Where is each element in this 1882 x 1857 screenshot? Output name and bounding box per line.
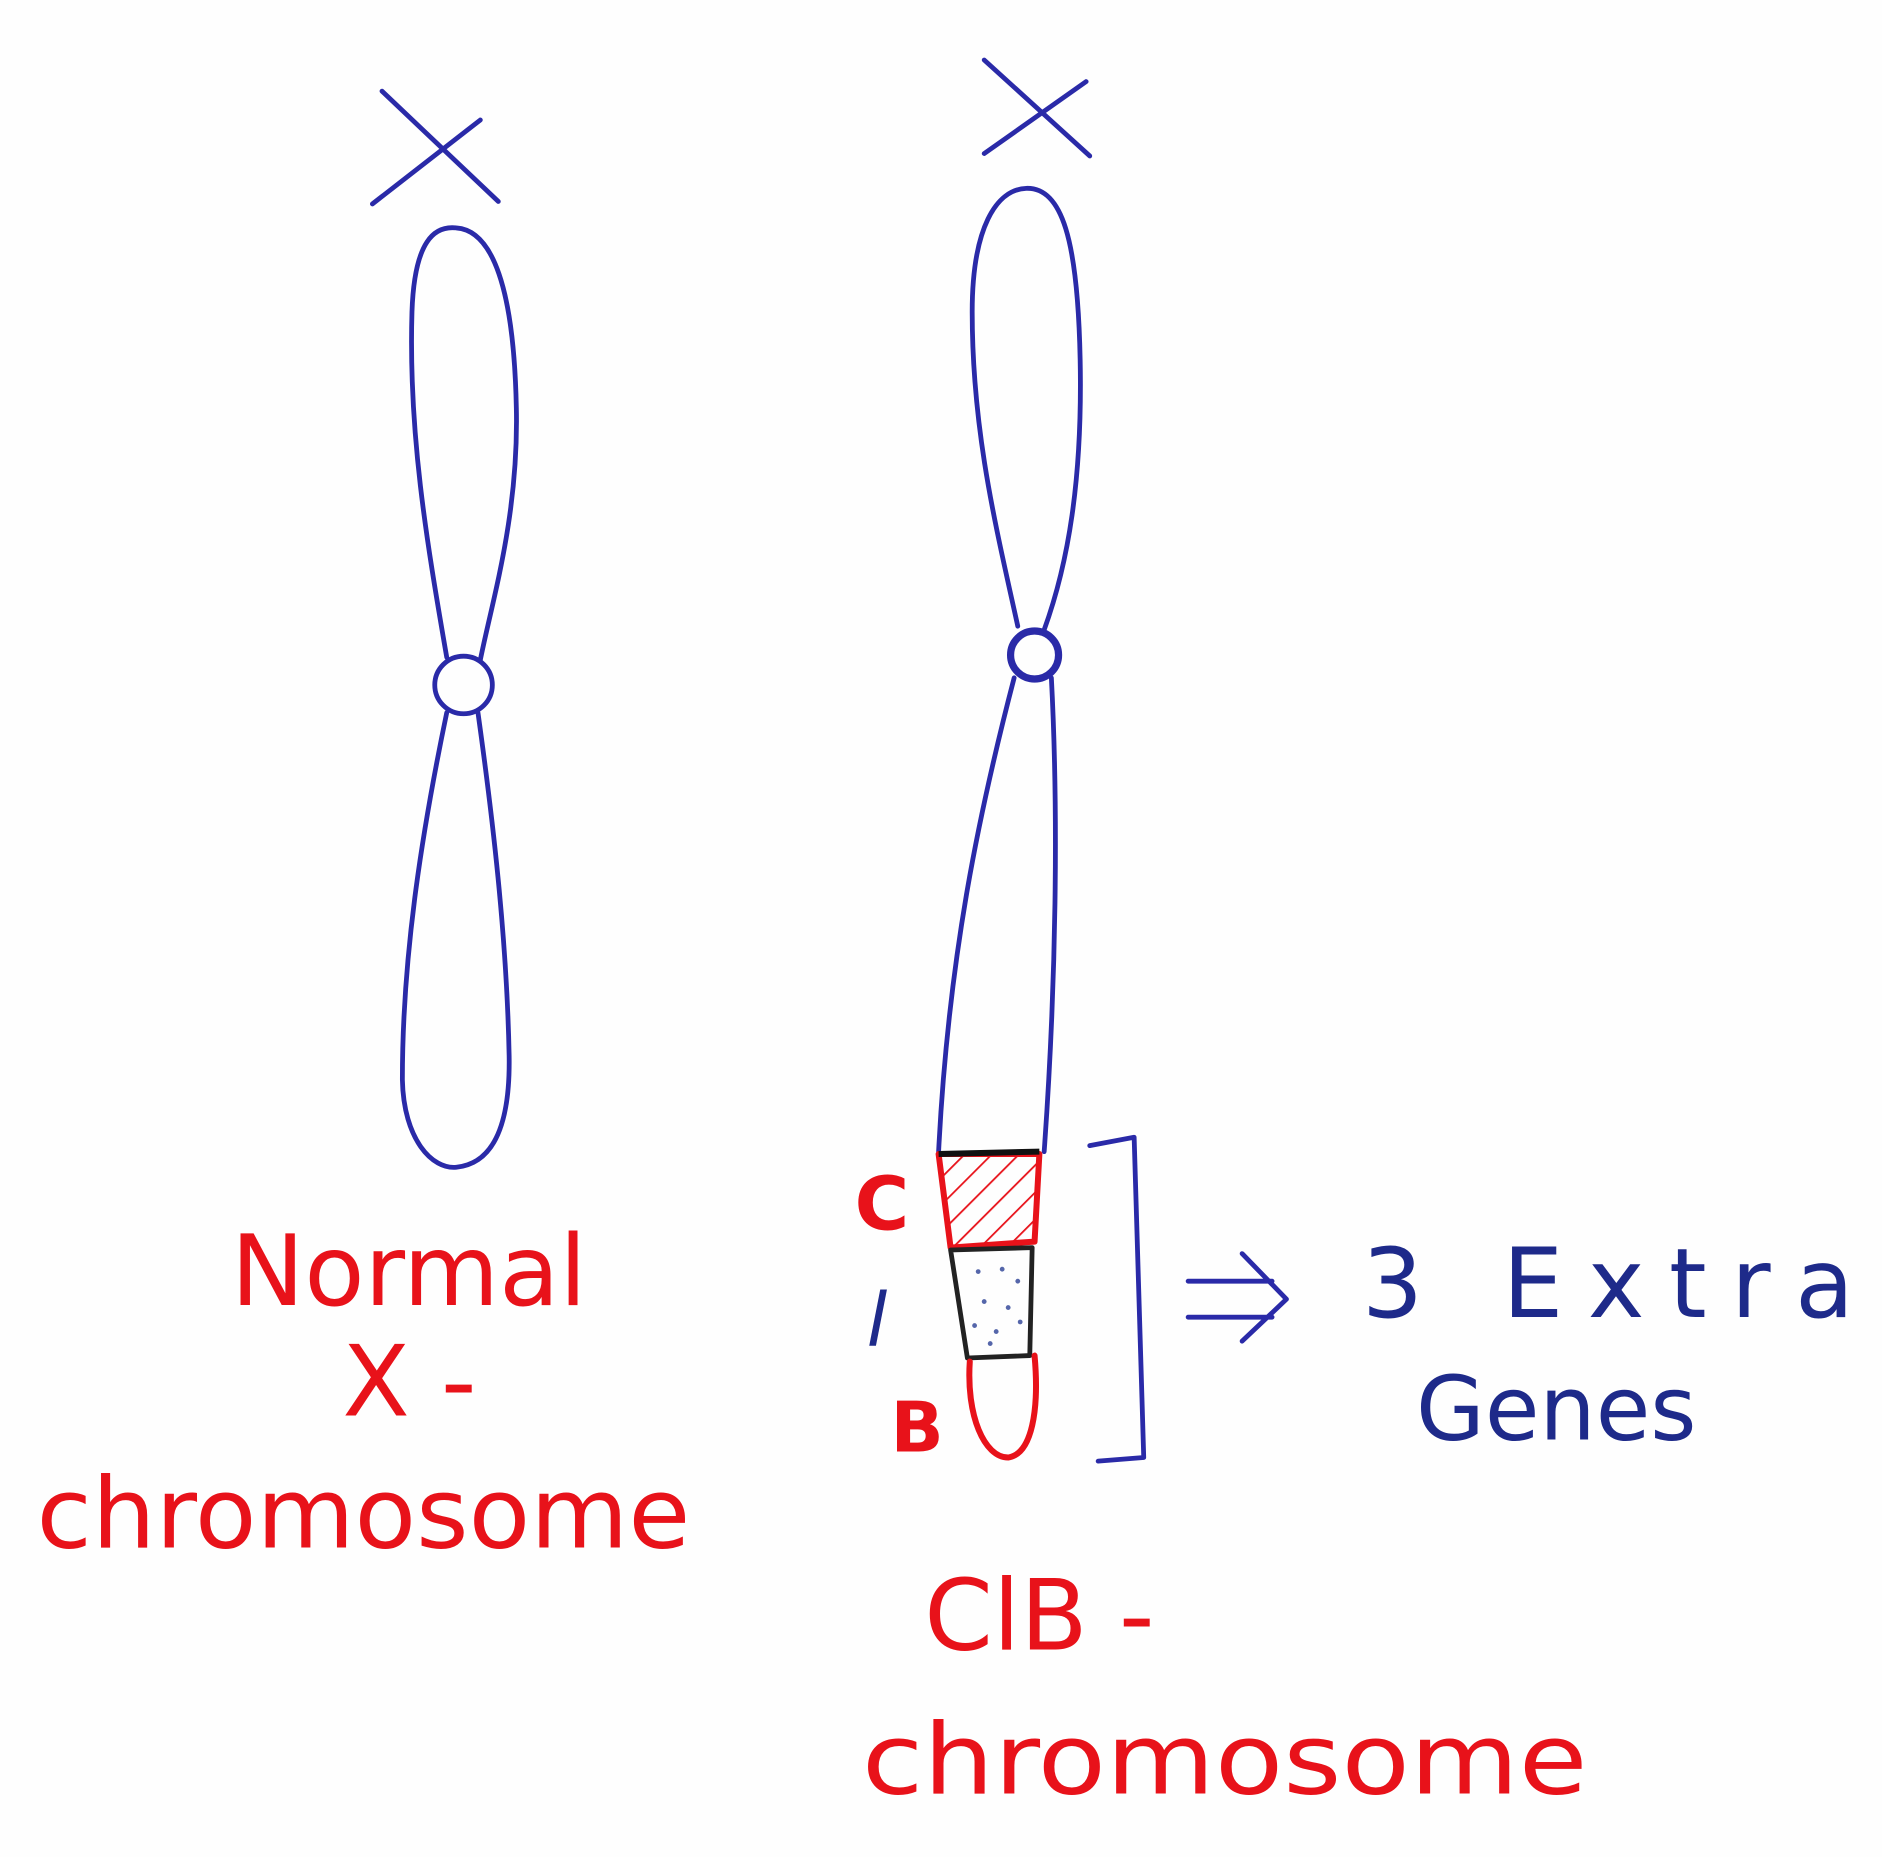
clb-chromosome (935, 57, 1093, 1461)
normal-x-chromosome (369, 88, 519, 1170)
region-l-box (948, 1245, 1035, 1361)
normal-centromere (432, 653, 495, 717)
double-arrow-right-icon (1185, 1251, 1289, 1344)
region-l-dots (972, 1266, 1023, 1346)
region-c-hatched (935, 1151, 1043, 1251)
region-c-label: C (855, 1161, 910, 1248)
region-b-label: B (891, 1388, 944, 1469)
annotation-line1: 3 Extra (1362, 1228, 1854, 1340)
clb-caption-line2: chromosome (862, 1703, 1588, 1817)
region-c-top-border (938, 1148, 1040, 1158)
normal-x-mark (369, 88, 501, 207)
region-b-bulb (966, 1352, 1039, 1461)
clb-x-mark (981, 57, 1093, 159)
annotation-line2: Genes (1416, 1358, 1697, 1461)
clb-upper-arm (969, 185, 1083, 633)
clb-lower-arm (936, 675, 1058, 1155)
normal-upper-arm (409, 225, 519, 663)
clb-centromere (1006, 627, 1063, 683)
clb-caption-line1: ClB - (924, 1559, 1154, 1673)
normal-caption-line2: X - (342, 1326, 476, 1440)
region-l-label: l (867, 1277, 888, 1364)
normal-caption-line1: Normal (231, 1215, 587, 1329)
normal-lower-arm (399, 710, 512, 1170)
normal-caption-line3: chromosome (36, 1458, 690, 1572)
region-bracket (1087, 1134, 1147, 1464)
